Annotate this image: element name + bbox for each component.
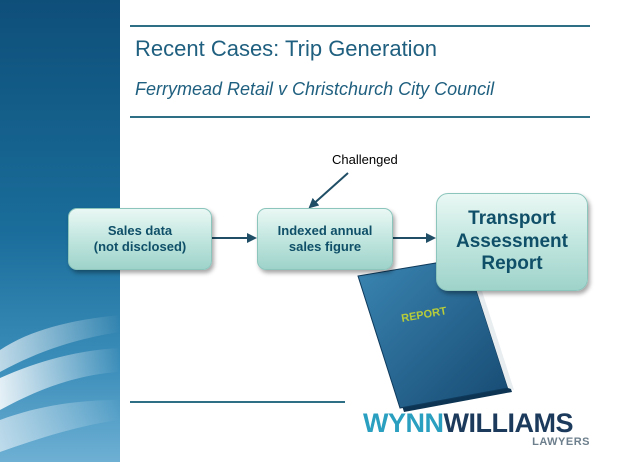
indexed-line2: sales figure <box>288 239 362 254</box>
report-book-icon: REPORT <box>357 257 514 412</box>
wynn-williams-logo: WYNNWILLIAMS LAWYERS <box>363 408 590 450</box>
slide-title: Recent Cases: Trip Generation <box>135 36 438 61</box>
arrow-challenged-pointer <box>308 172 349 209</box>
logo-williams: WILLIAMS <box>443 408 574 438</box>
bottom-divider-line <box>130 401 345 403</box>
report-line1: Transport <box>468 207 556 229</box>
report-line3: Report <box>481 253 543 275</box>
report-line2: Assessment <box>456 230 568 252</box>
slide-subtitle: Ferrymead Retail v Christchurch City Cou… <box>135 79 495 99</box>
indexed-line1: Indexed annual <box>277 223 373 239</box>
logo-wordmark: WYNNWILLIAMS <box>363 408 573 439</box>
logo-tagline: LAWYERS <box>532 436 590 448</box>
sales-data-line2: (not disclosed) <box>93 239 187 254</box>
transport-assessment-report-box: Transport Assessment Report <box>436 193 588 291</box>
title-divider-line <box>130 116 590 118</box>
indexed-annual-sales-box: Indexed annual sales figure <box>257 208 393 270</box>
sales-data-box: Sales data (not disclosed) <box>68 208 212 270</box>
top-divider-line <box>130 25 590 27</box>
challenged-annotation: Challenged <box>332 152 398 167</box>
sales-data-line1: Sales data <box>107 223 173 239</box>
logo-wynn: WYNN <box>363 408 444 438</box>
